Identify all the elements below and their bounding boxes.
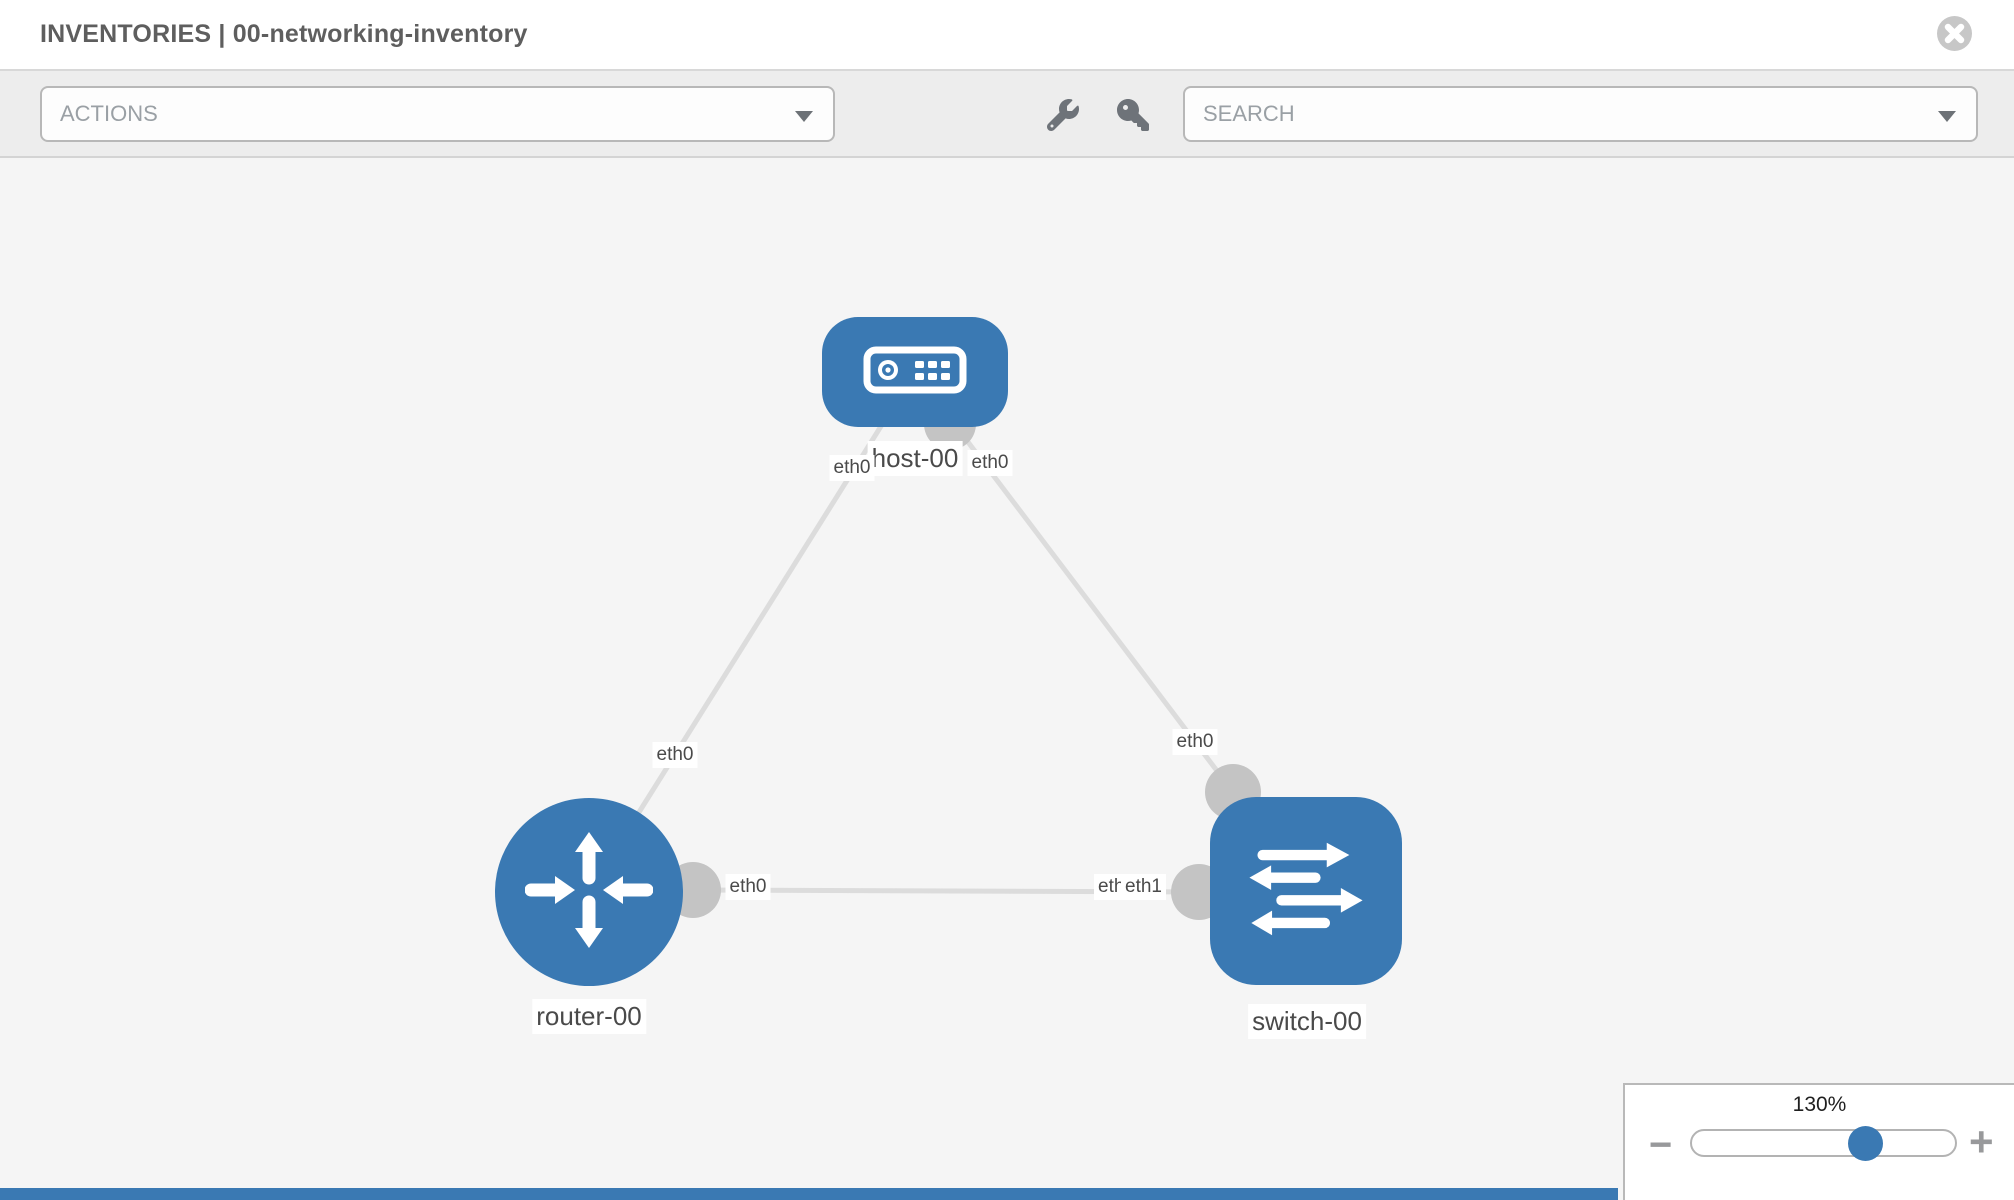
switch-icon	[1240, 823, 1372, 960]
interface-label: eth0	[829, 455, 875, 481]
actions-dropdown-label: ACTIONS	[60, 101, 158, 126]
interface-label: eth0	[652, 742, 698, 768]
zoom-percent-label: 130%	[1792, 1093, 1847, 1116]
zoom-slider-track[interactable]	[1690, 1129, 1957, 1157]
node-router-00[interactable]	[495, 798, 683, 986]
zoom-out-button[interactable]: −	[1649, 1123, 1673, 1167]
configure-button[interactable]	[1046, 99, 1080, 133]
node-switch-00[interactable]	[1210, 797, 1402, 985]
router-icon	[524, 826, 654, 959]
close-icon	[1936, 16, 1973, 55]
credentials-button[interactable]	[1116, 99, 1150, 133]
header: INVENTORIES | 00-networking-inventory	[0, 0, 2014, 71]
toolbar: ACTIONS SEARCH	[0, 71, 2014, 158]
zoom-in-button[interactable]: +	[1969, 1118, 1994, 1165]
interface-label: eth0	[725, 874, 771, 900]
interface-label: eth0	[1172, 729, 1218, 755]
interface-label: eth0	[967, 450, 1013, 476]
wrench-icon	[1047, 99, 1079, 134]
close-button[interactable]	[1936, 15, 1973, 52]
bottom-accent-bar	[0, 1188, 1618, 1200]
search-dropdown-label: SEARCH	[1203, 101, 1295, 126]
chevron-down-icon	[795, 111, 813, 122]
node-label-host: host-00	[867, 441, 963, 476]
node-host-00[interactable]	[822, 317, 1008, 427]
zoom-control-panel: 130% − +	[1623, 1083, 2014, 1200]
page-title: INVENTORIES | 00-networking-inventory	[40, 20, 528, 48]
key-icon	[1117, 99, 1149, 134]
zoom-slider-knob[interactable]	[1848, 1126, 1883, 1161]
node-label-switch: switch-00	[1248, 1004, 1366, 1039]
links-layer	[586, 370, 1261, 920]
search-dropdown[interactable]: SEARCH	[1183, 86, 1978, 142]
server-icon	[863, 346, 967, 399]
topology-canvas[interactable]: host-00 router-00 switch-00 eth0 eth0 et…	[0, 158, 2014, 1200]
interface-label: eth1	[1121, 874, 1166, 900]
node-label-router: router-00	[532, 999, 646, 1034]
actions-dropdown[interactable]: ACTIONS	[40, 86, 835, 142]
chevron-down-icon	[1938, 111, 1956, 122]
